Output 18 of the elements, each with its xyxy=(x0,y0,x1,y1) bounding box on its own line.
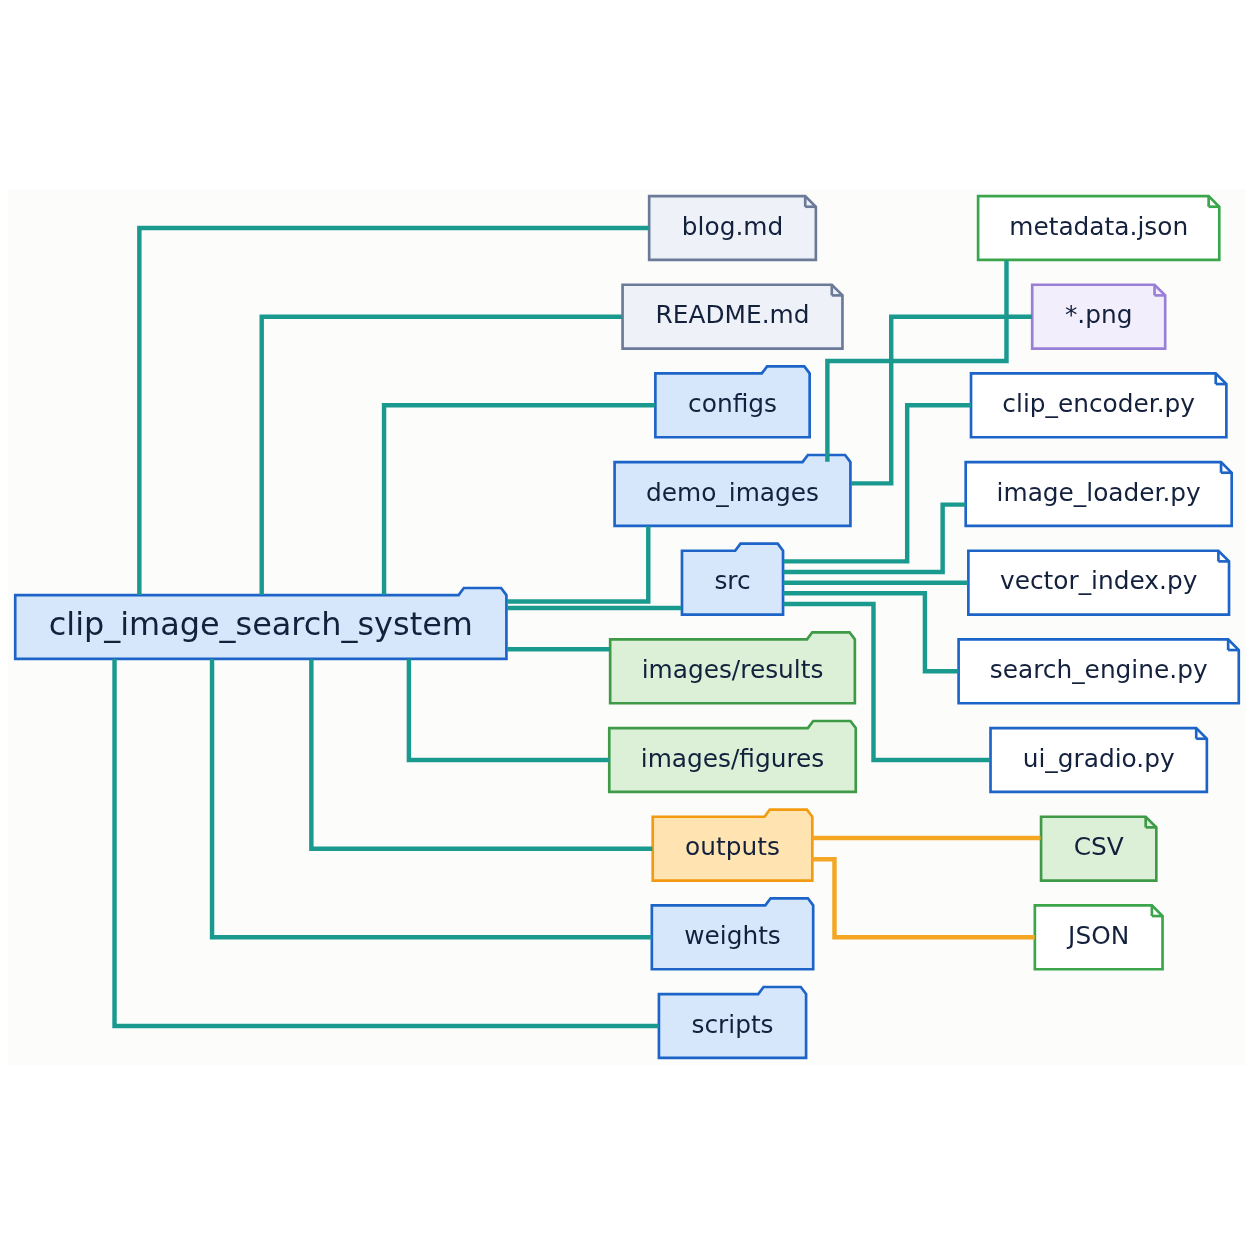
connector xyxy=(851,314,1032,486)
connector xyxy=(783,601,991,763)
connector xyxy=(506,526,651,604)
connector xyxy=(112,658,659,1029)
connector xyxy=(406,659,610,763)
connector xyxy=(381,403,656,595)
connector xyxy=(783,403,971,564)
connector xyxy=(783,591,959,674)
connector xyxy=(209,659,652,940)
connector xyxy=(507,646,610,652)
connector xyxy=(825,260,1009,462)
connector xyxy=(309,659,653,851)
connector xyxy=(812,835,1041,841)
connector xyxy=(812,857,1035,940)
connector xyxy=(507,605,682,611)
connector xyxy=(783,580,968,585)
connector xyxy=(137,225,649,596)
connector xyxy=(259,314,623,595)
